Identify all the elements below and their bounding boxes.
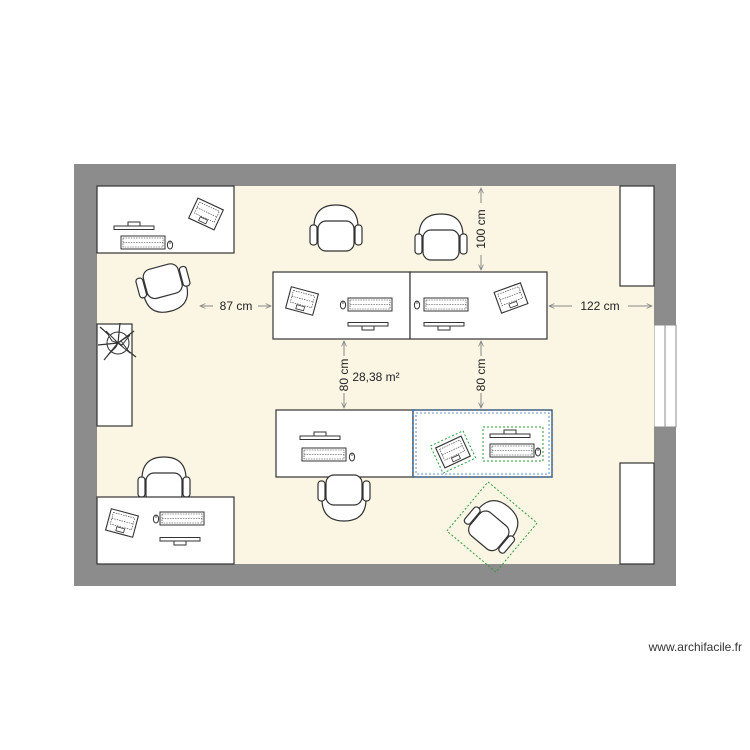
plant-icon xyxy=(97,322,137,361)
cabinet-right-top[interactable] xyxy=(619,185,655,287)
desk-top-left[interactable] xyxy=(96,185,235,254)
plant-left[interactable] xyxy=(96,322,137,427)
dimension-middle-right-label: 80 cm xyxy=(474,359,488,392)
office-chair-icon[interactable] xyxy=(317,474,371,522)
dimension-top-label: 100 cm xyxy=(474,209,488,248)
mouse-icon xyxy=(339,300,347,310)
keyboard-icon xyxy=(347,297,393,312)
mouse-icon xyxy=(166,240,174,250)
desk-center-right-upper[interactable] xyxy=(409,271,548,340)
dimension-right-label: 122 cm xyxy=(580,299,619,313)
dimension-top: 100 cm xyxy=(474,188,488,270)
mouse-icon xyxy=(348,452,356,462)
mouse-icon xyxy=(152,514,160,524)
keyboard-icon xyxy=(423,297,469,312)
dimension-middle-left-label: 80 cm xyxy=(337,359,351,392)
room-area-label: 28,38 m² xyxy=(352,370,399,384)
keyboard-icon xyxy=(120,235,166,250)
dimension-left: 87 cm xyxy=(200,299,271,313)
cabinet-right-bottom[interactable] xyxy=(619,462,655,565)
watermark: www.archifacile.fr xyxy=(648,640,742,654)
dimension-right: 122 cm xyxy=(549,299,652,313)
keyboard-icon xyxy=(301,447,347,462)
desk-center-left-lower[interactable] xyxy=(275,409,414,478)
keyboard-icon xyxy=(159,511,205,526)
mouse-icon xyxy=(534,447,542,457)
desk-bottom-left[interactable] xyxy=(96,496,235,565)
office-chair-icon[interactable] xyxy=(137,456,191,504)
office-chair-selected[interactable] xyxy=(446,481,538,573)
office-chair-icon[interactable] xyxy=(414,213,468,261)
dimension-left-label: 87 cm xyxy=(220,299,253,313)
mouse-icon xyxy=(413,300,421,310)
office-chair-icon[interactable] xyxy=(309,204,363,252)
keyboard-icon xyxy=(489,443,535,458)
dimension-middle-right: 80 cm xyxy=(474,341,488,408)
desk-center-left-upper[interactable] xyxy=(272,271,411,340)
desk-center-right-lower[interactable] xyxy=(412,409,553,478)
dimension-middle-left: 80 cm xyxy=(337,341,351,408)
